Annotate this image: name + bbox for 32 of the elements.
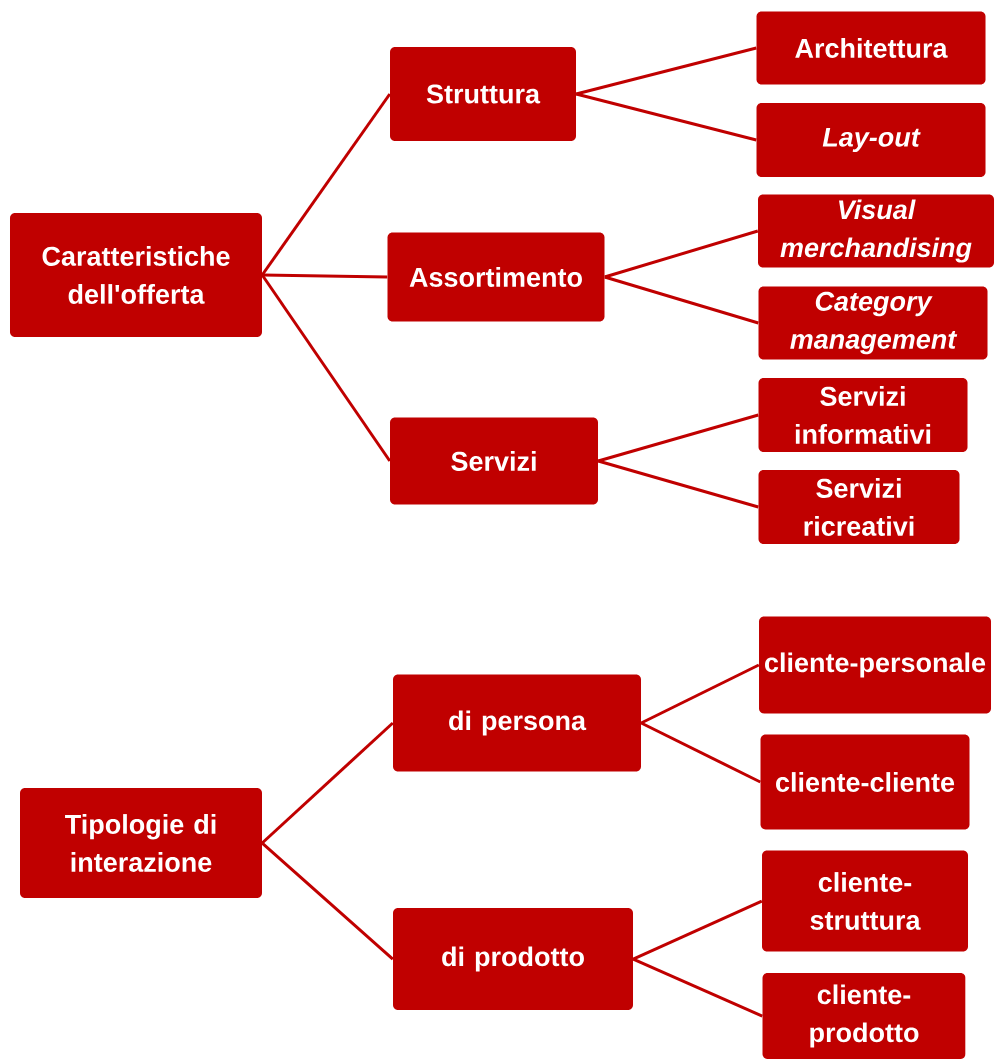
process-box: cliente-prodotto — [762, 973, 966, 1059]
process-box: Tipologie di interazione — [20, 788, 262, 898]
process-box: Caratteristiche dell'offerta — [10, 213, 262, 337]
process-box: di persona — [393, 674, 641, 772]
connector-line — [604, 275, 759, 325]
connector-line — [261, 841, 394, 961]
connector-line — [261, 721, 394, 845]
connector-line — [260, 93, 392, 276]
process-box: Visual merchandising — [758, 194, 994, 268]
process-box: Servizi — [390, 417, 598, 505]
connector-line — [262, 273, 388, 279]
connector-line — [597, 413, 759, 463]
connector-line — [260, 274, 392, 462]
connector-line — [640, 663, 760, 725]
process-box: di prodotto — [393, 908, 633, 1010]
process-box: cliente-struttura — [762, 850, 968, 952]
process-box: cliente-personale — [759, 616, 991, 714]
connector-line — [632, 957, 763, 1018]
connector-line — [575, 92, 757, 142]
process-box: Architettura — [756, 11, 986, 85]
process-box: Servizi informativi — [758, 378, 968, 452]
process-box: Category management — [758, 286, 988, 360]
connector-line — [604, 229, 759, 279]
connector-line — [640, 721, 761, 784]
process-box: Servizi ricreativi — [758, 470, 960, 544]
process-box: Assortimento — [387, 232, 605, 322]
connector-line — [575, 46, 757, 96]
process-box: Struttura — [390, 47, 576, 141]
process-box: cliente-cliente — [760, 734, 970, 830]
connector-line — [632, 899, 763, 961]
process-box: Lay-out — [756, 103, 986, 177]
connector-line — [597, 459, 759, 509]
